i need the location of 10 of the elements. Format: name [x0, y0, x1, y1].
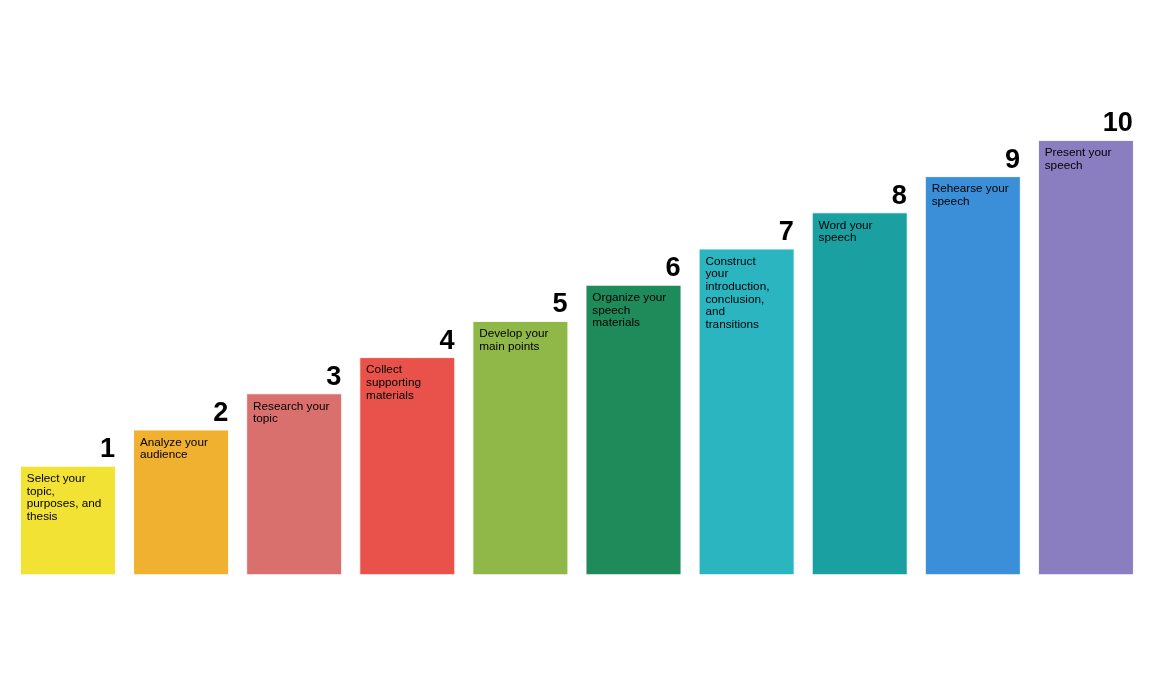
- node-label: 4: [439, 323, 455, 355]
- node-label: 2: [213, 395, 229, 427]
- node-label: 5: [552, 286, 568, 318]
- node-label: 6: [665, 250, 681, 282]
- node-label: 3: [326, 359, 342, 391]
- node-label: 9: [1004, 142, 1021, 174]
- node-label: 10: [1102, 105, 1133, 137]
- node-label: 1: [100, 431, 116, 463]
- node-label: 7: [778, 214, 794, 246]
- node-label: 8: [891, 178, 907, 210]
